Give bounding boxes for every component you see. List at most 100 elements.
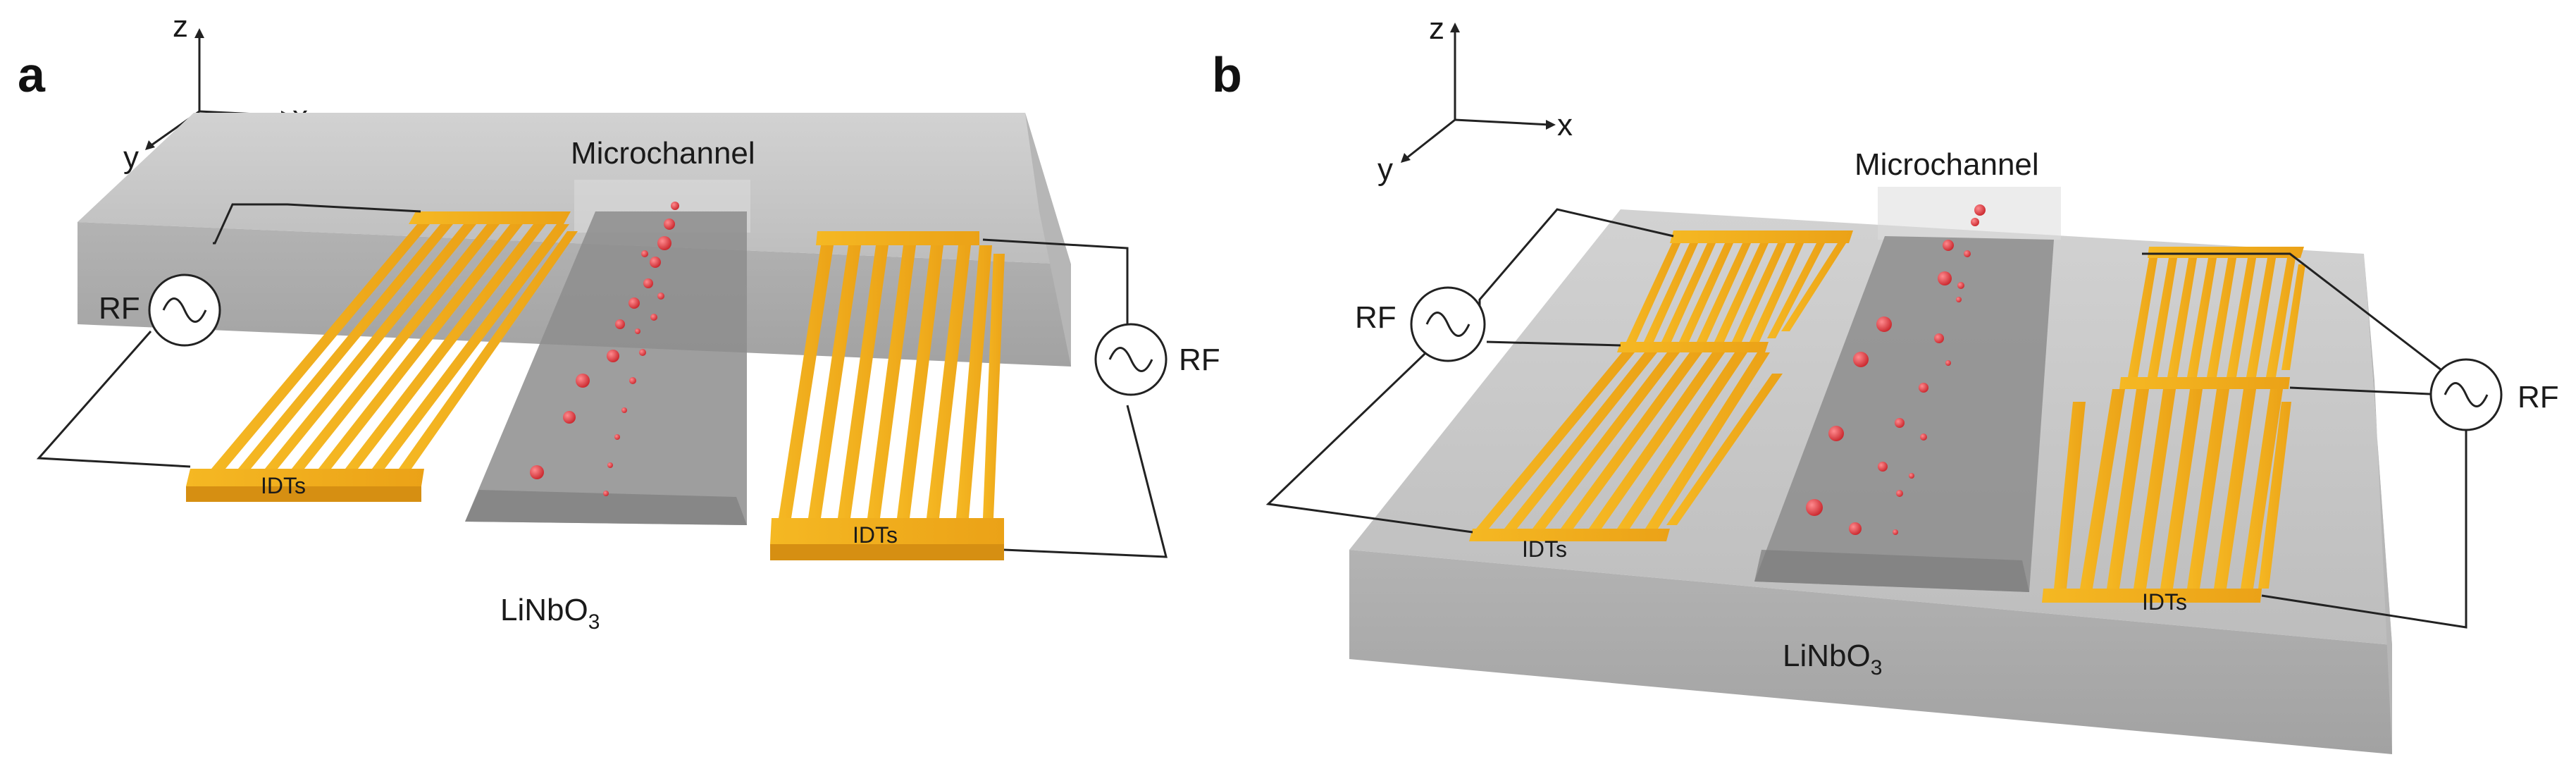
- idt-top-bar: [816, 231, 979, 245]
- particle: [603, 491, 609, 496]
- y-label-a: y: [123, 140, 139, 175]
- idt-fingers-lower: [1476, 352, 1783, 529]
- substrate-front-b: [1349, 550, 2392, 754]
- microchannel-b: [1754, 187, 2061, 592]
- particle: [628, 297, 640, 309]
- particle: [1934, 333, 1944, 343]
- particles-b: [1806, 204, 1986, 535]
- microchannel-label-b: Microchannel: [1854, 147, 2039, 182]
- idt-bus-bar: [770, 518, 1004, 544]
- particle: [1943, 240, 1954, 251]
- idt-left-b: [1469, 230, 1853, 541]
- panel-b: b z x y: [1212, 11, 2559, 754]
- particle: [657, 236, 671, 250]
- idt-top-bar: [2148, 247, 2304, 258]
- particle: [1893, 529, 1898, 535]
- particle: [563, 411, 576, 424]
- particle: [1974, 204, 1986, 216]
- particle: [1945, 360, 1951, 366]
- microchannel-label-a: Microchannel: [571, 136, 755, 171]
- particle: [650, 257, 661, 268]
- particle: [1853, 352, 1869, 367]
- y-axis-b: [1404, 118, 1456, 161]
- substrate-label-a: LiNbO3: [500, 593, 600, 634]
- idt-left-a: [186, 211, 578, 502]
- panel-letter-a: a: [18, 47, 46, 102]
- channel-body-a: [465, 211, 747, 525]
- particle: [1849, 522, 1862, 535]
- particle: [639, 349, 646, 356]
- idt-right-b: [2042, 247, 2305, 603]
- particle: [621, 407, 627, 413]
- axes-triad-b: [1401, 23, 1556, 163]
- idt-label-left-a: IDTs: [261, 473, 306, 498]
- particle: [1828, 426, 1844, 441]
- x-label-b: x: [1557, 108, 1573, 142]
- sine-wave-icon: [162, 297, 207, 323]
- particle: [664, 219, 675, 230]
- idt-bus-bar: [186, 469, 424, 486]
- particle: [1957, 282, 1964, 289]
- idt-bus-bar: [1469, 529, 1670, 541]
- particle: [1909, 473, 1914, 479]
- idt-bus-bar: [2042, 589, 2262, 603]
- rf-source-right-a: [1094, 323, 1168, 396]
- microchannel-a: [465, 180, 750, 525]
- particle: [650, 314, 657, 321]
- rf-label-right-b: RF: [2518, 380, 2559, 414]
- particle: [635, 328, 640, 334]
- z-label-a: z: [173, 9, 188, 44]
- idt-top-bar: [1670, 230, 1853, 243]
- idt-fingers-lower: [2054, 389, 2291, 589]
- rf-label-left-b: RF: [1355, 300, 1397, 335]
- idt-fingers-upper: [2128, 258, 2305, 377]
- particle: [576, 374, 590, 388]
- idt-fingers: [211, 224, 578, 469]
- panel-a: a z x y: [18, 9, 1220, 634]
- particle: [671, 202, 679, 210]
- particle: [607, 350, 619, 362]
- idt-top-bar: [409, 211, 571, 224]
- particle: [1895, 418, 1905, 428]
- rf-label-left-a: RF: [99, 291, 140, 326]
- particles-a: [530, 202, 679, 496]
- idt-right-a: [770, 231, 1005, 560]
- particle: [641, 250, 648, 257]
- x-axis-b: [1454, 118, 1551, 126]
- panel-letter-b: b: [1212, 47, 1242, 102]
- particle: [629, 377, 636, 384]
- particle: [1964, 250, 1971, 257]
- rf-label-right-a: RF: [1179, 343, 1220, 377]
- particle: [1806, 499, 1823, 516]
- idt-mid-bar: [2119, 377, 2290, 389]
- particle: [643, 278, 653, 288]
- particle: [1876, 316, 1892, 332]
- channel-body-b: [1754, 236, 2054, 592]
- sine-wave-icon: [2444, 382, 2489, 407]
- particle: [1956, 297, 1962, 302]
- particle: [657, 293, 664, 300]
- idt-fingers: [779, 245, 1005, 518]
- idt-fingers-upper: [1626, 243, 1846, 342]
- idt-label-right-b: IDTs: [2142, 589, 2187, 615]
- rf-source-left-b: [1410, 286, 1486, 362]
- substrate-label-b: LiNbO3: [1783, 639, 1882, 679]
- sine-wave-icon: [1425, 312, 1470, 337]
- particle: [1971, 218, 1979, 226]
- particle: [614, 434, 620, 440]
- sine-wave-icon: [1108, 347, 1153, 372]
- rf-source-left-a: [148, 273, 221, 347]
- particle: [1919, 383, 1928, 393]
- particle: [1920, 433, 1927, 441]
- wires-b: [1265, 208, 2467, 629]
- wires-a: [36, 203, 1168, 558]
- substrate-side-a: [1025, 113, 1071, 367]
- idt-label-right-a: IDTs: [853, 522, 898, 548]
- idt-mid-bar: [1617, 342, 1769, 352]
- particle: [607, 462, 613, 468]
- z-label-b: z: [1429, 11, 1444, 46]
- rf-source-right-b: [2429, 358, 2503, 431]
- idt-label-left-b: IDTs: [1522, 536, 1567, 562]
- particle: [530, 465, 544, 479]
